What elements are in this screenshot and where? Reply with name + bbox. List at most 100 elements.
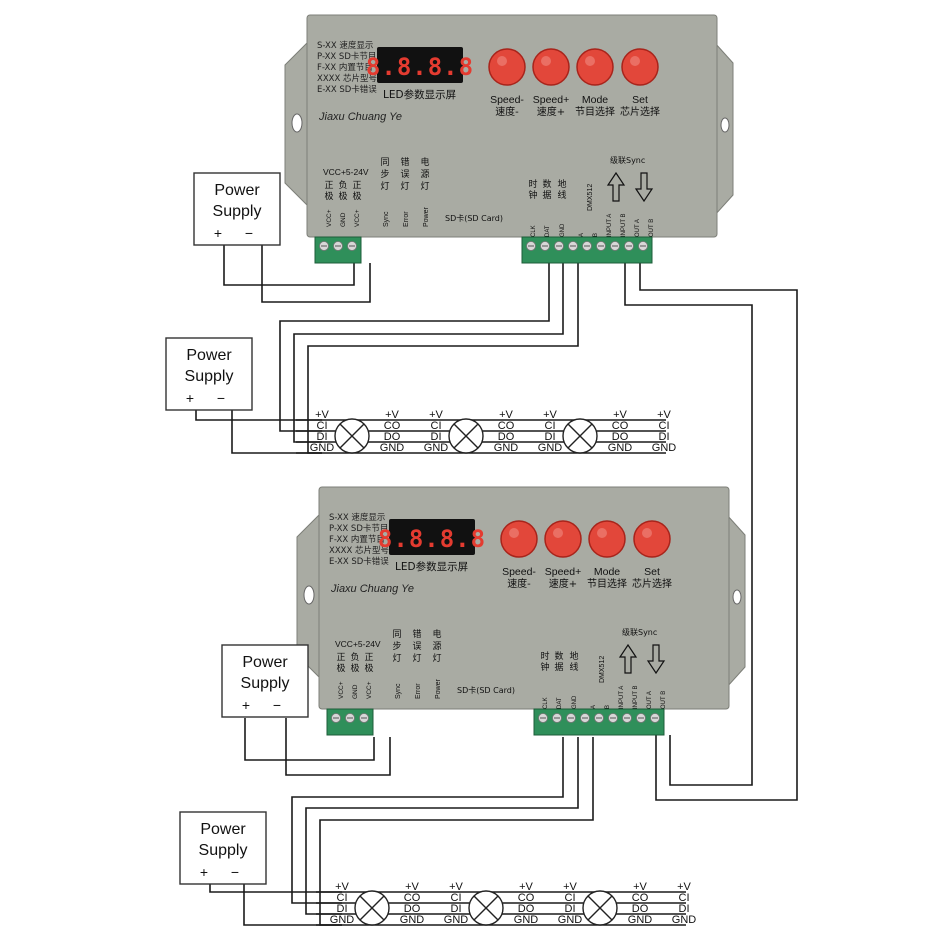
- led-display-digits: 8.8.8.8: [378, 525, 486, 553]
- power-supply-label: Power: [200, 821, 246, 838]
- pin-label-in: DI: [337, 903, 348, 915]
- pin-label-in: +V: [335, 881, 349, 893]
- power-supply-label: Supply: [199, 842, 248, 859]
- data-terminal-block: [533, 708, 665, 736]
- wire-ps1-minus: [261, 245, 371, 303]
- button-speed-0: [500, 520, 538, 558]
- status-cn: 灯: [380, 181, 389, 192]
- status-cn: 灯: [392, 653, 401, 664]
- wire-ps1-plus: [223, 245, 355, 286]
- data-pin-cn: 数: [542, 178, 551, 190]
- led-display-digits: 8.8.8.8: [366, 53, 474, 81]
- button-label-cn: 速度-: [507, 577, 531, 590]
- power-pin-label: VCC+: [338, 681, 345, 699]
- power-pin-label: VCC+: [366, 681, 373, 699]
- sync-label: 级联Sync: [610, 155, 645, 165]
- button-label: Speed+: [545, 566, 582, 578]
- wire-ps2-plus: [195, 410, 322, 421]
- power-supply-box: [165, 337, 253, 411]
- power-supply-label: Power: [186, 347, 232, 364]
- pin-label-in: +V: [657, 409, 671, 421]
- bulb-cross: [473, 895, 499, 921]
- pin-label-in: CI: [565, 892, 576, 904]
- menu-line: F-XX 内置节目: [317, 62, 373, 73]
- button-highlight: [553, 528, 563, 538]
- button-speed-1: [544, 520, 582, 558]
- pin-label-out: GND: [628, 914, 653, 926]
- pixel-strip-2: +VCIDIGND+VCIDIGND+VCIDIGND+VCIDIGND+VCO…: [316, 881, 696, 926]
- button-highlight: [585, 56, 595, 66]
- data-pin-cn: 线: [569, 661, 578, 673]
- wire-ps3-minus: [285, 718, 391, 776]
- button-label: Set: [644, 566, 660, 578]
- data-pin-label: OUT B: [649, 219, 655, 237]
- button-label: Speed+: [533, 94, 570, 106]
- status-cn: 源: [432, 641, 441, 652]
- pin-label-out: GND: [380, 442, 405, 454]
- pin-label-out: DO: [404, 903, 421, 915]
- button-speed-1: [532, 48, 570, 86]
- pin-label-in: DI: [659, 431, 670, 443]
- menu-line: XXXX 芯片型号: [317, 73, 377, 84]
- pin-label-out: CO: [518, 892, 535, 904]
- bulb-cross: [359, 895, 385, 921]
- power-supply-label: Supply: [241, 675, 290, 692]
- data-pin-cn: 钟: [528, 189, 537, 201]
- data-pin-cn: 时: [540, 650, 549, 662]
- plus-terminal: +: [214, 225, 222, 241]
- data-pin-cn: 地: [557, 178, 566, 190]
- button-highlight: [509, 528, 519, 538]
- button-label-cn: 速度-: [495, 105, 519, 118]
- menu-line: E-XX SD卡错误: [329, 556, 389, 567]
- power-pin-cn: 极: [364, 662, 373, 674]
- data-terminal-block: [521, 236, 653, 264]
- menu-line: XXXX 芯片型号: [329, 545, 389, 556]
- status-pin-label: Error: [403, 211, 410, 227]
- status-cn: 灯: [432, 653, 441, 664]
- power-header: VCC+5-24V: [323, 167, 369, 177]
- data-pin-label: DAT: [557, 697, 563, 709]
- pin-label-out: GND: [514, 914, 539, 926]
- power-pin-label: VCC+: [354, 209, 361, 227]
- status-cn: 灯: [420, 181, 429, 192]
- pin-label-in: GND: [310, 442, 335, 454]
- power-pin-label: GND: [352, 684, 359, 699]
- button-label: Speed-: [502, 566, 536, 578]
- mount-hole-icon: [291, 113, 303, 133]
- bulb-cross: [453, 423, 479, 449]
- pin-label-in: +V: [429, 409, 443, 421]
- button-highlight: [497, 56, 507, 66]
- power-supplies: PowerSupply+−PowerSupply+−PowerSupply+−P…: [165, 172, 309, 885]
- bulb-cross: [567, 423, 593, 449]
- status-cn: 误: [400, 169, 409, 180]
- data-pin-label: OUT B: [661, 691, 667, 709]
- power-header: VCC+5-24V: [335, 639, 381, 649]
- pin-label-out: CO: [384, 420, 401, 432]
- mount-hole-icon: [720, 117, 730, 133]
- pin-label-out: GND: [608, 442, 633, 454]
- power-pin-cn: 正: [364, 653, 373, 663]
- pin-label-out: GND: [494, 442, 519, 454]
- wire-ps4-plus: [209, 884, 342, 893]
- button-label: Mode: [594, 566, 620, 578]
- wire-clk-1: [279, 263, 550, 432]
- minus-terminal: −: [273, 697, 281, 713]
- status-pin-label: Power: [423, 206, 430, 227]
- power-pin-cn: 正: [324, 181, 333, 191]
- pin-label-in: DI: [317, 431, 328, 443]
- button-label: Mode: [582, 94, 608, 106]
- menu-line: F-XX 内置节目: [329, 534, 385, 545]
- power-supply-box: [221, 644, 309, 718]
- power-supply-box: [193, 172, 281, 246]
- status-cn: 同: [380, 157, 389, 168]
- button-mode-2: [588, 520, 626, 558]
- button-set-3: [633, 520, 671, 558]
- display-label: LED参数显示屏: [395, 560, 468, 573]
- status-pin-label: Error: [415, 683, 422, 699]
- arrow-down-icon: [634, 172, 654, 203]
- button-label-cn: 芯片选择: [632, 577, 672, 590]
